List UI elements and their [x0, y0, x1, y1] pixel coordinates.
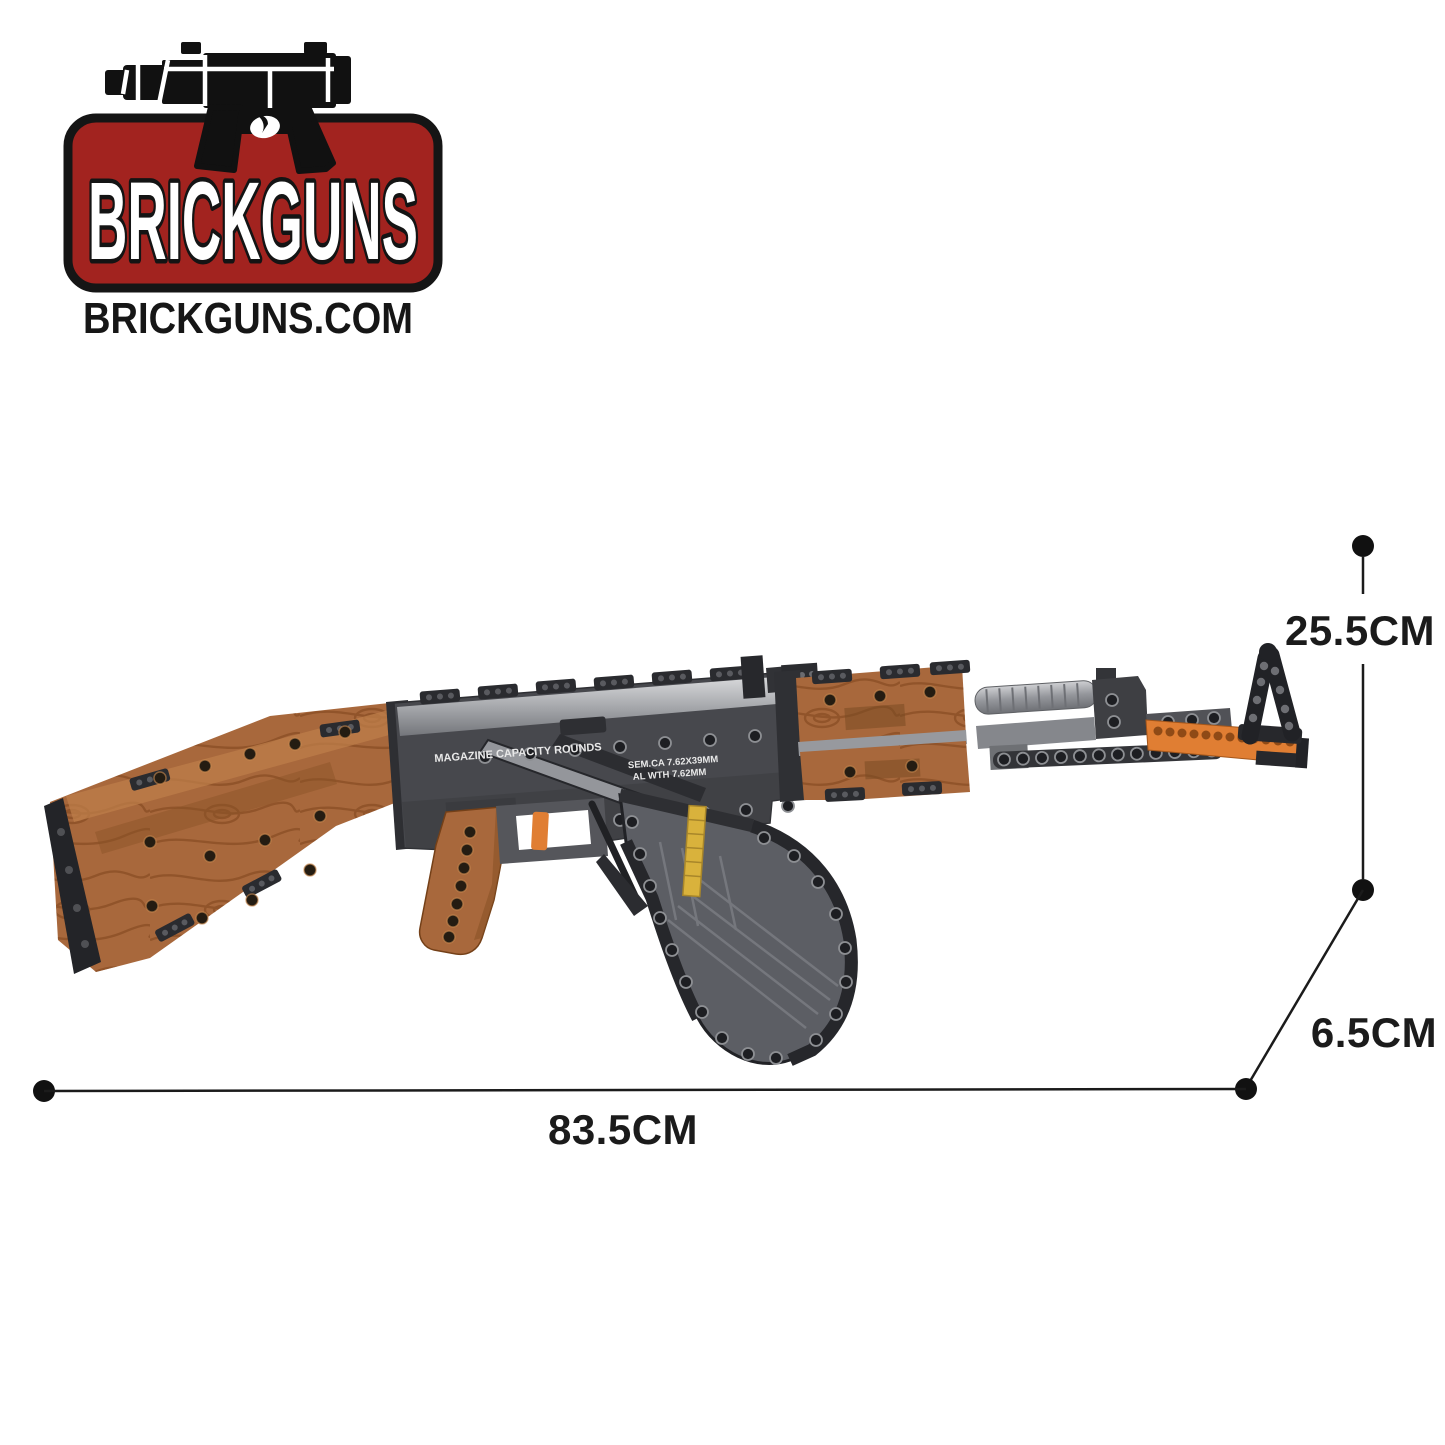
brick-smg-silhouette-icon	[105, 42, 351, 174]
width-dimension-label: 6.5CM	[1311, 1009, 1437, 1056]
height-dimension-label: 25.5CM	[1285, 607, 1435, 654]
rifle-buttstock	[44, 702, 415, 974]
gas-block	[1092, 668, 1148, 739]
magazine	[618, 788, 858, 1066]
brickguns-logo: BRICKGUNS BRICKGUNS.COM	[63, 42, 443, 343]
height-dimension	[1352, 535, 1374, 901]
front-sight	[1237, 643, 1303, 745]
magazine-yellow-band	[682, 804, 707, 898]
handguard	[774, 659, 971, 803]
trigger-guard	[496, 798, 648, 916]
barrel-assembly	[974, 643, 1310, 770]
logo-wordmark: BRICKGUNS	[88, 160, 418, 283]
dimension-annotations	[33, 535, 1374, 1102]
receiver-print-3: AL WTH 7.62MM	[632, 767, 706, 783]
length-dimension-label: 83.5CM	[548, 1106, 698, 1153]
trigger	[531, 811, 549, 851]
length-dimension	[33, 1080, 1247, 1102]
brand-website-text: BRICKGUNS.COM	[83, 294, 413, 343]
width-dimension	[1235, 889, 1365, 1100]
